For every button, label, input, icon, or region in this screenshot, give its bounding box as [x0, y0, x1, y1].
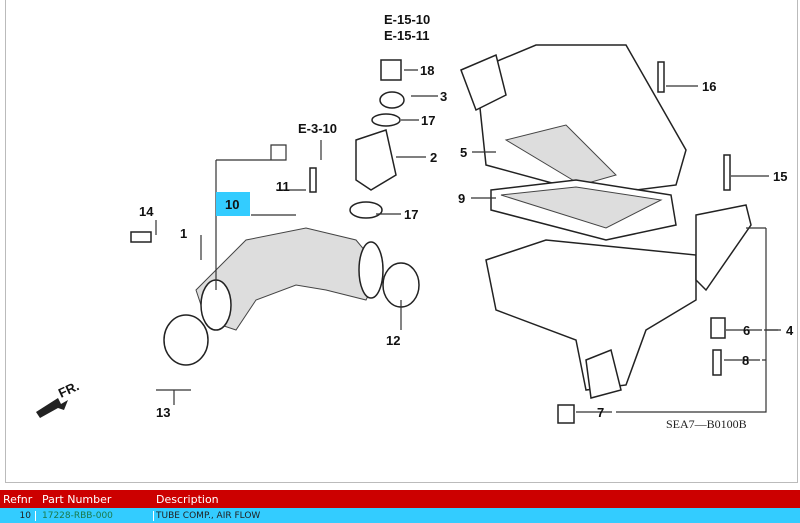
ref-18[interactable]: 18 — [420, 63, 434, 78]
parts-table: Refnr Part Number Description 10 17228-R… — [0, 490, 800, 523]
air-cleaner-cover — [460, 44, 687, 196]
table-header: Refnr Part Number Description — [0, 490, 800, 508]
row-description: TUBE COMP., AIR FLOW — [156, 510, 261, 521]
ref-15[interactable]: 15 — [773, 169, 787, 184]
ref-12[interactable]: 12 — [386, 333, 400, 348]
ref-17[interactable]: 17 — [421, 113, 435, 128]
header-part-number: Part Number — [42, 492, 112, 506]
sensor-tube — [349, 129, 397, 219]
air-filter-element — [490, 179, 677, 241]
ref-7[interactable]: 7 — [597, 405, 604, 420]
ref-3[interactable]: 3 — [440, 89, 447, 104]
band-clamp — [163, 314, 209, 366]
front-arrow-icon — [36, 398, 68, 418]
bolt-16 — [657, 61, 665, 93]
sensor-14 — [130, 231, 152, 243]
ref-10[interactable]: 10 — [225, 197, 239, 212]
parts-diagram: FR. E-15-10 E-15-11 E-3-10 18 3 17 2 17 … — [5, 0, 798, 483]
header-description: Description — [156, 492, 219, 506]
grommet-6 — [710, 317, 726, 339]
ref-link-e-3-10[interactable]: E-3-10 — [298, 121, 337, 136]
ref-11[interactable]: 11 — [276, 179, 290, 194]
grommet-7 — [557, 404, 575, 424]
ref-13[interactable]: 13 — [156, 405, 170, 420]
air-flow-tube — [195, 227, 384, 331]
ref-16[interactable]: 16 — [702, 79, 716, 94]
air-cleaner-case — [485, 204, 752, 399]
ref-14[interactable]: 14 — [139, 204, 154, 219]
front-label: FR. — [56, 378, 81, 400]
row-part-number[interactable]: 17228-RBB-000 — [36, 510, 154, 521]
ref-6[interactable]: 6 — [743, 323, 750, 338]
ref-5[interactable]: 5 — [460, 145, 467, 160]
drawing-code: SEA7—B0100B — [666, 417, 747, 431]
table-row[interactable]: 10 17228-RBB-000 TUBE COMP., AIR FLOW — [0, 508, 800, 523]
ref-link-e-15-11[interactable]: E-15-11 — [384, 28, 430, 43]
ref-link-e-15-10[interactable]: E-15-10 — [384, 12, 430, 27]
ref-4[interactable]: 4 — [786, 323, 794, 338]
sensor-11 — [309, 167, 317, 193]
ref-2[interactable]: 2 — [430, 150, 437, 165]
ref-1[interactable]: 1 — [180, 226, 187, 241]
ref-10-highlight — [216, 192, 250, 216]
collar-8 — [712, 349, 722, 376]
header-refnr: Refnr — [3, 492, 33, 506]
ref-17[interactable]: 17 — [404, 207, 418, 222]
ref-8[interactable]: 8 — [742, 353, 749, 368]
row-refnr: 10 — [0, 510, 36, 521]
bolt-15 — [723, 154, 731, 191]
sensor-top — [371, 59, 405, 127]
ref-9[interactable]: 9 — [458, 191, 465, 206]
